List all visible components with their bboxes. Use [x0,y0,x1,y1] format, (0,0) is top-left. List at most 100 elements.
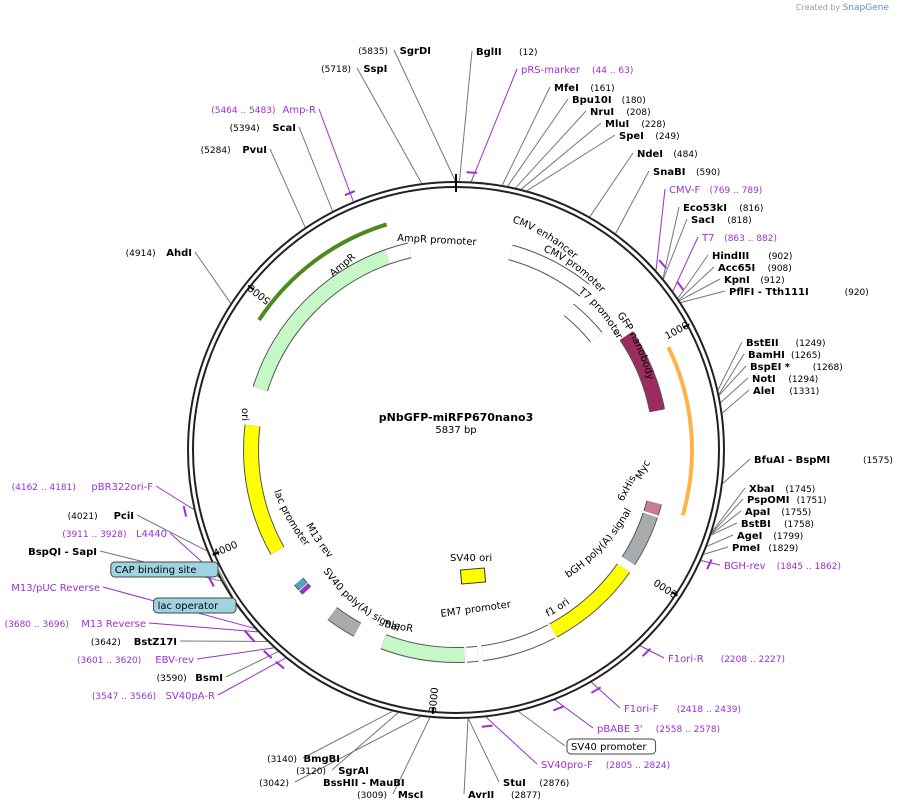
primer-mark-cmv-f [658,259,668,269]
leader-sgrai [331,712,399,771]
primer-name: BGH-rev [724,561,766,572]
label-lac-operator[interactable]: lac operator [153,597,237,614]
label-cmv-f[interactable]: CMV-F(769 .. 789) [669,185,762,196]
site-coordinate: (4914) [126,249,156,259]
label-ndei[interactable]: NdeI(484) [637,149,698,160]
primer-name: M13 Reverse [81,619,146,630]
label-bspqi[interactable]: BspQI - SapI(3905) [0,547,97,558]
label-cap-site[interactable]: CAP binding site [110,561,219,578]
label-mlui[interactable]: MluI(228) [605,119,666,130]
feature-6xhis[interactable] [644,506,660,516]
label-sgrai[interactable]: SgrAI(3120) [296,766,369,777]
label-bspei[interactable]: BspEI *(1268) [750,362,843,373]
label-apai[interactable]: ApaI(1755) [745,507,811,518]
label-m13-reverse[interactable]: M13 Reverse(3680 .. 3696) [5,619,146,630]
label-sv40pa-r[interactable]: SV40pA-R(3547 .. 3566) [92,691,215,702]
enzyme-name: PmeI [732,543,760,554]
feature-cmv-enhancer[interactable] [508,245,589,296]
feature-lac-promoter[interactable] [294,578,307,590]
label-bglii[interactable]: BglII(12) [476,47,537,58]
label-avrii[interactable]: AvrII(2877) [468,790,541,801]
label-alei[interactable]: AleI(1331) [753,386,819,397]
label-pvui[interactable]: PvuI(5284) [201,145,267,156]
label-nrui[interactable]: NruI(208) [590,107,651,118]
label-bpu10i[interactable]: Bpu10I(180) [572,95,646,106]
label-pcii[interactable]: PciI(4021) [68,511,134,522]
label-hindiii[interactable]: HindIII(902) [712,251,792,262]
label-l4440[interactable]: L4440(3911 .. 3928) [62,529,167,540]
label-spei[interactable]: SpeI(249) [619,131,680,142]
site-coordinate: (3911 .. 3928) [62,530,126,540]
label-bmgbi[interactable]: BmgBI(3140) [267,754,340,765]
label-scai[interactable]: ScaI(5394) [230,123,296,134]
label-mfei[interactable]: MfeI(161) [554,83,615,94]
enzyme-name: AvrII [468,790,494,801]
leader-apai [711,510,742,535]
label-agei[interactable]: AgeI(1799) [737,531,803,542]
label-bfuai[interactable]: BfuAI - BspMI(1575) [754,455,893,466]
label-m13-puc-rev[interactable]: M13/pUC Reverse(3693 .. 3715) [0,583,100,594]
feature-sv40-polya[interactable] [328,607,361,636]
label-pspomi[interactable]: PspOMI(1751) [747,495,827,506]
feature-ampr-promoter[interactable] [385,243,412,264]
label-t7[interactable]: T7(863 .. 882) [701,233,777,244]
label-bstz17i[interactable]: BstZ17I(3642) [91,637,177,648]
label-sspi[interactable]: SspI(5718) [321,64,387,75]
label-ahdi[interactable]: AhdI(4914) [126,248,192,259]
feature-cmv-promoter[interactable] [564,304,602,342]
label-f1ori-f[interactable]: F1ori-F(2418 .. 2439) [624,704,741,715]
label-ebv-rev[interactable]: EBV-rev(3601 .. 3620) [77,655,194,666]
label-f1ori-r[interactable]: F1ori-R(2208 .. 2227) [668,654,785,665]
primer-name: pBR322ori-F [91,482,153,493]
label-pbabe3[interactable]: pBABE 3'(2558 .. 2578) [597,724,720,735]
tick-mark [431,706,435,715]
site-coordinate: (863 .. 882) [724,234,777,244]
label-acc65i[interactable]: Acc65I(908) [718,263,792,274]
label-sv40pro-f[interactable]: SV40pro-F(2805 .. 2824) [541,760,670,771]
label-bstbi[interactable]: BstBI(1758) [741,519,814,530]
label-prs-marker[interactable]: pRS-marker(44 .. 63) [521,65,633,76]
feature-ori[interactable] [244,424,284,555]
label-msci[interactable]: MscI(3009) [357,790,423,801]
feature-sv40-promoter[interactable] [481,625,555,661]
site-coordinate: (1751) [797,496,827,506]
label-bamhi[interactable]: BamHI(1265) [748,350,821,361]
label-bsmi[interactable]: BsmI(3590) [157,673,223,684]
feature-m13-rev[interactable] [300,583,311,594]
feature-gfp-nanobody[interactable] [620,331,665,413]
label-stui[interactable]: StuI(2876) [503,778,569,789]
label-kpni[interactable]: KpnI(912) [724,275,785,286]
label-xbai[interactable]: XbaI(1745) [749,484,815,495]
feature-em7-promoter[interactable] [466,646,479,662]
label-pbr322ori-f[interactable]: pBR322ori-F(4162 .. 4181) [12,482,154,493]
feature-bleor[interactable] [380,635,465,662]
primer-name: pBABE 3' [597,724,643,735]
label-saci[interactable]: SacI(818) [691,215,752,226]
label-pflfi[interactable]: PflFI - Tth111I(920) [729,287,869,298]
leader-mfei [501,86,551,186]
feature-sv40-ori[interactable] [459,567,487,585]
primer-name: CMV-F [669,185,700,196]
label-eco53ki[interactable]: Eco53kI(816) [683,203,763,214]
label-snabi[interactable]: SnaBI(590) [653,167,720,178]
label-bgh-rev[interactable]: BGH-rev(1845 .. 1862) [724,561,841,572]
enzyme-name: MscI [398,790,424,801]
feature-myc[interactable] [645,500,661,511]
enzyme-name: BamHI [748,350,785,361]
primer-mark-amp-r [344,190,356,197]
feature-f1-ori[interactable] [549,564,630,637]
label-noti[interactable]: NotI(1294) [752,374,818,385]
label-bsshii[interactable]: BssHII - MauBI(3042) [259,778,405,789]
enzyme-name: PciI [114,511,134,522]
leader-mlui [521,122,602,190]
label-amp-r[interactable]: Amp-R(5464 .. 5483) [211,105,316,116]
label-sv40-promoter-box[interactable]: SV40 promoter [566,738,657,755]
label-pmei[interactable]: PmeI(1829) [732,543,798,554]
feature-t7-promoter[interactable] [614,323,629,335]
feature-bgh-polya[interactable] [622,512,657,565]
feature-label-sv40ori: SV40 ori [450,553,492,564]
label-sgrdi[interactable]: SgrDI(5835) [358,46,431,57]
tick-mark [682,323,690,329]
label-bsteii[interactable]: BstEII(1249) [746,338,826,349]
feature-ampr[interactable] [253,250,390,391]
